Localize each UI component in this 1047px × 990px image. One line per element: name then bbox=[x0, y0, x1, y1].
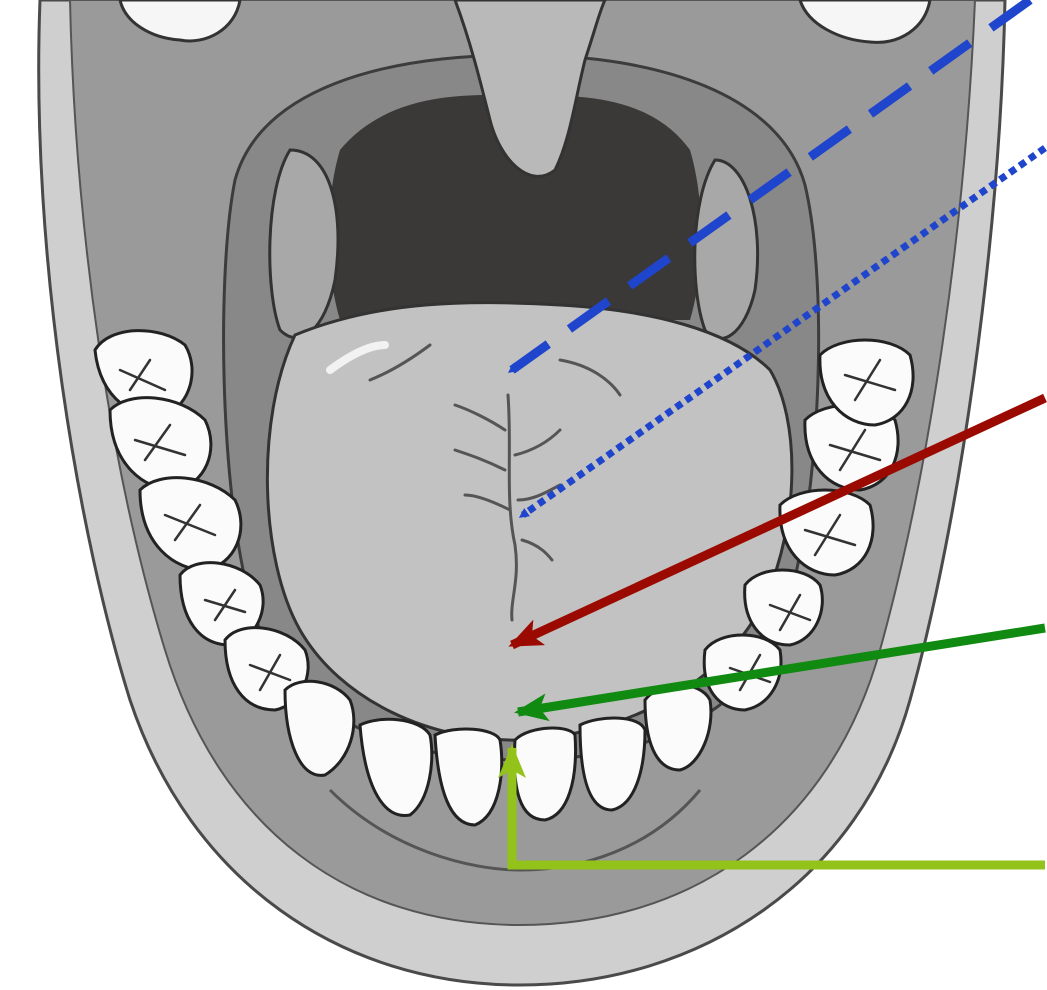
tonsil-left bbox=[270, 150, 338, 338]
